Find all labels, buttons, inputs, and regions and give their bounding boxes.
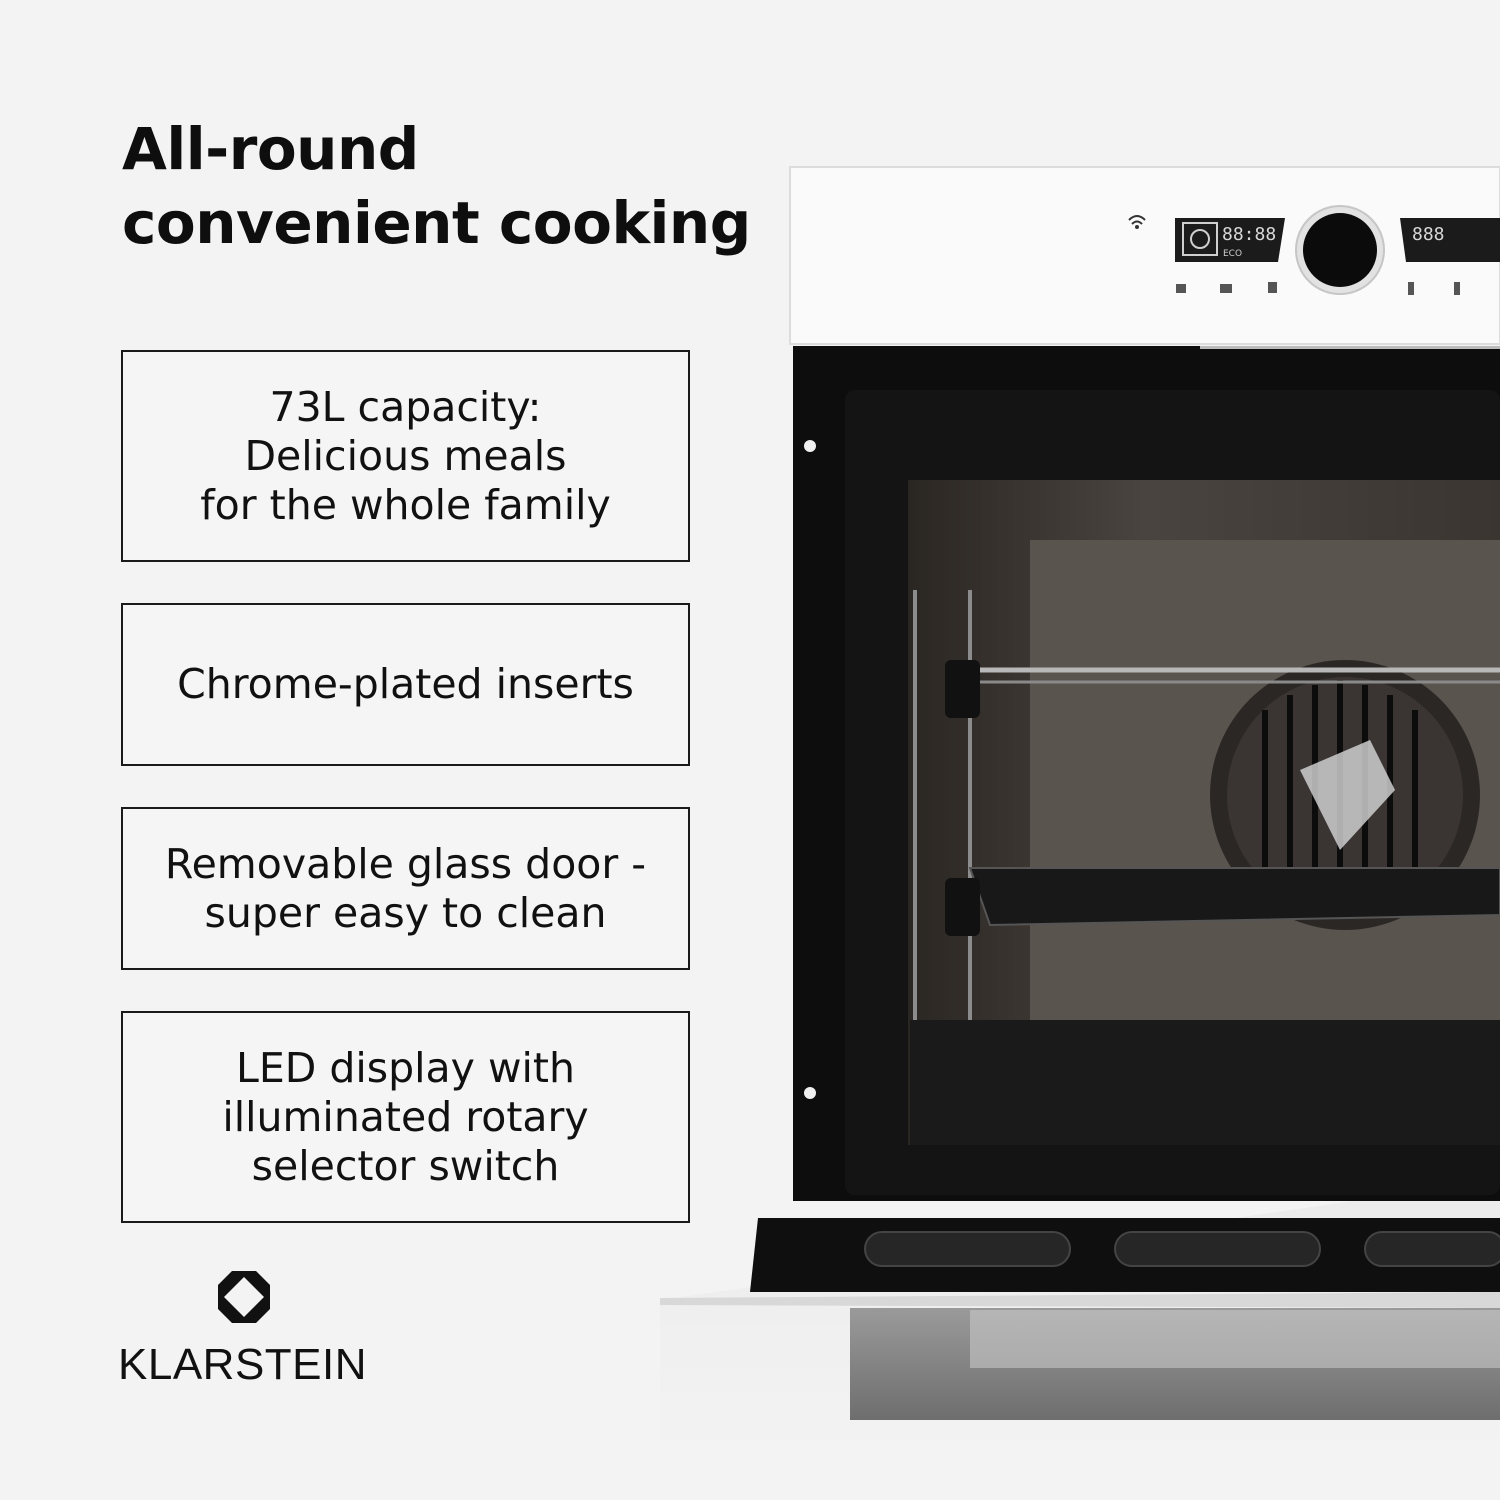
feature-text-line: super easy to clean [204,888,607,937]
display-right-text: 888 [1412,224,1445,245]
oven-image: 88:88 ECO 888 [640,150,1500,1450]
feature-text-line: selector switch [251,1141,560,1190]
control-panel [789,166,1500,345]
feature-box-capacity: 73L capacity: Delicious meals for the wh… [121,350,690,562]
feature-text-line: illuminated rotary [222,1092,589,1141]
feature-text-line: LED display with [236,1043,575,1092]
display-left [1175,218,1285,262]
brand-name: KLARSTEIN [118,1340,368,1389]
feature-text-line: Removable glass door - [164,839,647,888]
headline: All-round convenient cooking [122,112,762,260]
wifi-icon [1128,215,1146,229]
klarstein-diamond-icon [218,1271,270,1323]
feature-box-led-display: LED display with illuminated rotary sele… [121,1011,690,1223]
brand-logo: KLARSTEIN [118,1262,378,1392]
oven-illustration: 88:88 ECO 888 [660,166,1500,1450]
display-left-text: 88:88 [1222,224,1276,245]
display-left-sub: ECO [1223,249,1242,259]
display-right [1400,218,1500,262]
feature-box-inserts: Chrome-plated inserts [121,603,690,766]
feature-text-line: 73L capacity: [269,382,542,431]
headline-line-2: convenient cooking [122,189,751,257]
feature-text-line: Delicious meals [244,431,567,480]
feature-text-line: Chrome-plated inserts [177,660,634,708]
feature-text-line: for the whole family [200,480,611,529]
headline-line-1: All-round [122,115,419,183]
feature-box-glass-door: Removable glass door - super easy to cle… [121,807,690,970]
